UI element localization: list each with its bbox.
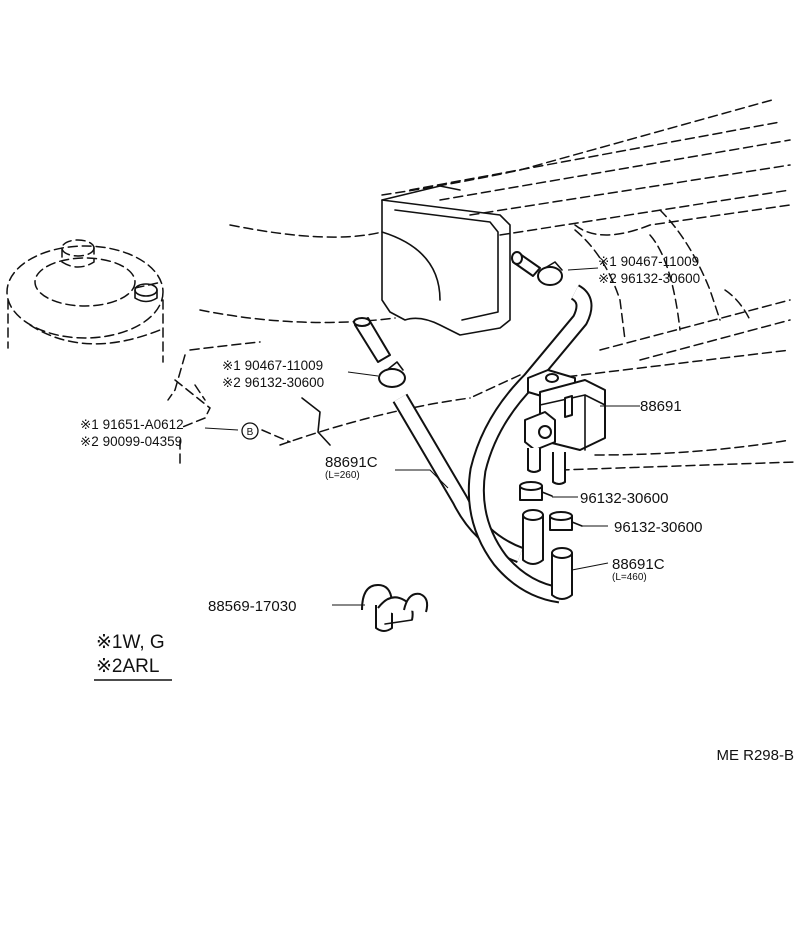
callout-hose-short-length: (L=260)	[325, 470, 360, 481]
callout-hose-short: 88691C	[325, 454, 378, 471]
callout-hose-long: 88691C	[612, 556, 665, 573]
callout-hose-long-length: (L=460)	[612, 572, 647, 583]
clamp-left	[378, 361, 406, 388]
nipple-left	[353, 317, 391, 363]
clamp-upper	[537, 261, 563, 286]
reference-b-marker: B	[241, 422, 259, 440]
hose-88691c-long	[467, 284, 593, 604]
legend-line-1: ※1W, G	[96, 632, 165, 653]
diagram-id: ME R298-B	[716, 747, 794, 764]
intake-manifold-outline	[189, 99, 796, 471]
callout-hose-clip: 88569-17030	[208, 598, 296, 615]
hose-stub-right	[551, 547, 573, 600]
bracket-outline	[167, 354, 331, 466]
vacuum-switching-valve	[524, 369, 606, 485]
callout-bolt-2: ※2 90099-04359	[80, 434, 182, 449]
callout-bolt-1: ※1 91651-A0612	[80, 417, 184, 432]
leader-lines	[204, 267, 640, 606]
callout-clamp-b: 96132-30600	[614, 519, 702, 536]
callout-clamp-a: 96132-30600	[580, 490, 668, 507]
air-cleaner-outline	[6, 239, 164, 363]
throttle-body	[381, 185, 511, 336]
hose-stub-left	[522, 509, 544, 565]
reference-b-label: B	[247, 427, 254, 438]
hose-clip	[361, 584, 429, 632]
nipple-upper	[511, 251, 541, 277]
legend-line-2: ※2ARL	[96, 656, 159, 677]
callout-vsv: 88691	[640, 398, 682, 415]
callout-clamp-left-1: ※1 90467-11009	[222, 358, 323, 373]
callout-clamp-left-2: ※2 96132-30600	[222, 375, 324, 390]
clamp-96132-a	[519, 481, 553, 501]
callout-clamp-upper-2: ※2 96132-30600	[598, 271, 700, 286]
callout-clamp-upper-1: ※1 90467-11009	[598, 254, 699, 269]
clamp-96132-b	[549, 511, 583, 531]
